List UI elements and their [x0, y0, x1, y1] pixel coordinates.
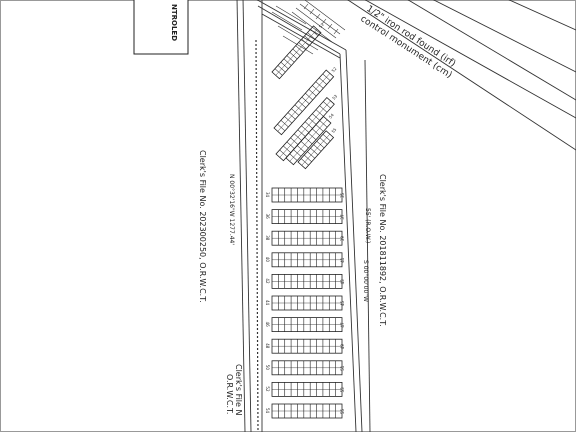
angled-lot-row: 54 [285, 112, 335, 166]
lot-row-label-left: 42 [265, 278, 270, 284]
angled-lot-row: 51 [271, 22, 325, 80]
lot-row-label-left: 34 [265, 192, 270, 198]
lot-row-label-right: 41 [340, 257, 345, 263]
lot-row-label-right: 45 [340, 300, 345, 306]
angled-lot-midline [279, 100, 331, 158]
angled-row-label: 52 [330, 66, 337, 73]
lot-row-label-left: 48 [265, 343, 270, 349]
angled-lot-midline [275, 29, 318, 76]
lot-row-label-left: 44 [265, 300, 270, 306]
angled-row-label: 51 [318, 22, 325, 29]
lot-row-label-right: 37 [340, 214, 345, 220]
lot-row: 52 53 [265, 381, 345, 397]
bearing-right: S 00°00'00"W [362, 260, 369, 302]
angled-row-label: 54 [328, 112, 335, 119]
dashed-boundary [255, 39, 259, 432]
dim-right: 55' (R.O.W.) [364, 208, 371, 243]
iron-rod-note: 1/2" iron rod found (irf) [364, 4, 457, 69]
lot-row-label-right: 35 [340, 192, 345, 198]
clerk-file-bottom-2: O.R.W.C.T. [225, 374, 234, 414]
lot-row-label-left: 52 [265, 386, 270, 392]
lot-row-label-left: 36 [265, 214, 270, 220]
lot-row-label-left: 54 [265, 408, 270, 414]
angled-lot-midline [289, 119, 328, 162]
angled-lot-rows: 51 52 53 54 55 [271, 22, 339, 170]
angled-lot-row: 53 [275, 93, 339, 162]
lot-row-label-left: 50 [265, 365, 270, 371]
angled-row-label: 55 [330, 126, 337, 133]
clerk-file-left: Clerk's File No. 202300250, O.R.W.C.T. [198, 150, 207, 303]
lot-row-label-left: 46 [265, 322, 270, 328]
lot-row-label-right: 51 [340, 365, 345, 371]
clerk-file-bottom-1: Clerk's File N [234, 364, 243, 415]
lot-row: 42 43 [265, 273, 345, 289]
road-boundaries [236, 0, 371, 432]
lot-row: 50 51 [265, 360, 345, 376]
lot-row-label-right: 39 [340, 236, 345, 242]
lot-row: 38 39 [265, 230, 345, 246]
lot-row-label-left: 40 [265, 257, 270, 263]
stamp-label: NTROLED [170, 4, 178, 41]
lot-row: 40 41 [265, 252, 345, 268]
lot-row-label-right: 47 [340, 322, 345, 328]
clerk-file-right: Clerk's File No. 201811892, O.R.W.C.T. [378, 174, 387, 327]
angled-lot-midline [277, 73, 331, 132]
lot-row-label-right: 55 [340, 408, 345, 414]
angled-lot-midline [301, 133, 330, 166]
control-monument-note: control monument (cm) [358, 14, 453, 81]
lot-row: 48 49 [265, 338, 345, 354]
lot-row: 46 47 [265, 317, 345, 333]
lot-row: 34 35 [265, 187, 345, 203]
lot-row: 44 45 [265, 295, 345, 311]
angled-lot-row: 55 [297, 126, 338, 170]
lot-row-label-left: 38 [265, 235, 270, 241]
bearing-left: N 00°32'16"W 1277.44' [228, 174, 235, 245]
lot-row-label-right: 53 [340, 387, 345, 393]
lot-row-label-right: 43 [340, 279, 345, 285]
angled-lot-row: 52 [273, 66, 338, 136]
parallel-lot-rows: 34 35 36 37 38 39 40 41 42 43 44 45 46 47 48 49 50 51 52 53… [265, 187, 345, 419]
lot-row-label-right: 49 [340, 344, 345, 350]
highway-lines [347, 0, 576, 151]
top-lot-cluster [271, 0, 346, 55]
angled-row-label: 53 [331, 93, 338, 100]
lot-row: 36 37 [265, 209, 345, 225]
stamp-box: NTROLED [133, 0, 189, 55]
lot-row: 54 55 [265, 403, 345, 419]
